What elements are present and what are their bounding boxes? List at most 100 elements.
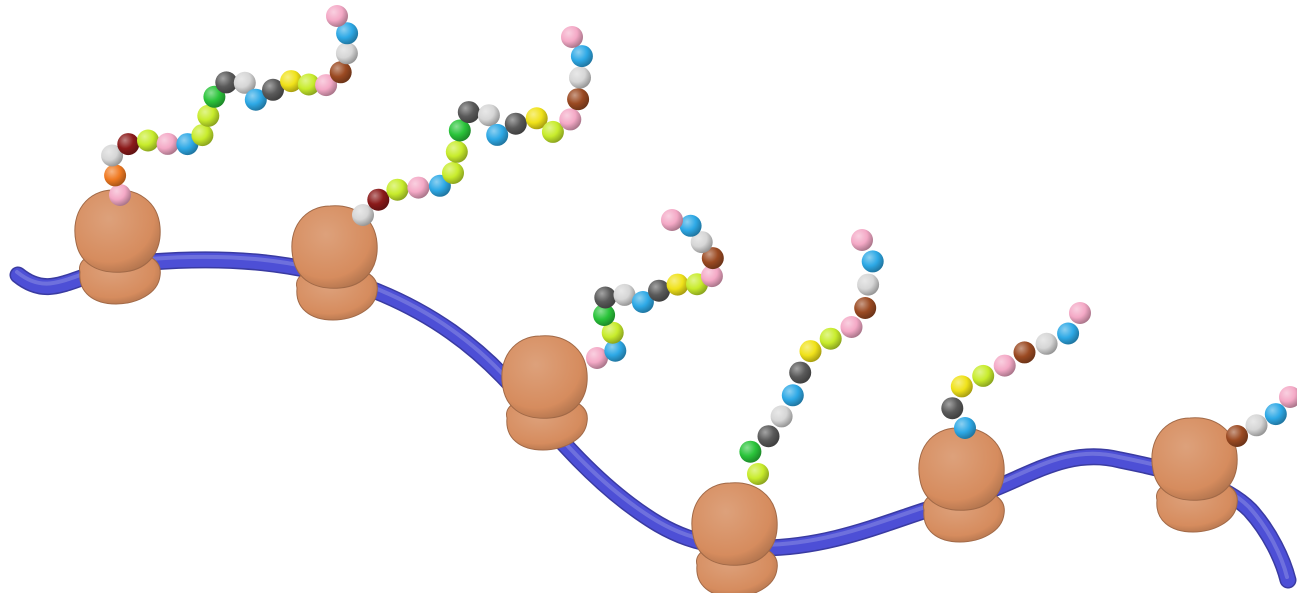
amino-acid-residue	[442, 162, 464, 184]
amino-acid-residue	[445, 140, 468, 163]
amino-acid-residue	[329, 61, 352, 84]
ribosome	[74, 189, 161, 305]
amino-acid-residue	[1245, 414, 1268, 437]
ribosome	[691, 482, 778, 593]
amino-acid-residue	[604, 339, 627, 362]
amino-acid-residue	[594, 286, 617, 309]
amino-acid-residue	[486, 123, 509, 146]
mrna-strand-layer	[9, 251, 1297, 589]
amino-acid-residue	[972, 364, 995, 387]
amino-acid-residue	[679, 214, 702, 237]
amino-acid-residue	[1013, 341, 1036, 364]
amino-acid-residue	[648, 279, 670, 302]
amino-acid-residue	[1279, 386, 1297, 408]
amino-acid-residue	[781, 384, 804, 407]
amino-acid-residue	[593, 304, 616, 326]
amino-acid-residue	[541, 120, 564, 143]
amino-acid-residue	[757, 425, 780, 448]
amino-acid-residue	[559, 108, 582, 131]
amino-acid-residue	[661, 209, 683, 231]
amino-acid-residue	[747, 463, 769, 485]
amino-acid-residue	[601, 321, 624, 344]
peptide-chain	[101, 5, 359, 206]
mrna-strand	[11, 252, 1295, 587]
amino-acid-residue	[586, 347, 608, 369]
amino-acid-residue	[1035, 332, 1058, 355]
ribosome	[291, 205, 378, 321]
amino-acid-residue	[1057, 322, 1080, 345]
amino-acid-residue	[701, 247, 724, 270]
amino-acid-residue	[567, 88, 590, 111]
peptide-chain	[352, 26, 593, 226]
amino-acid-residue	[570, 45, 593, 68]
ribosome	[501, 335, 588, 451]
amino-acid-residue	[950, 375, 973, 398]
amino-acid-residue	[851, 229, 873, 251]
amino-acid-residue	[386, 178, 409, 201]
peptide-chain	[739, 229, 884, 485]
amino-acid-residue	[739, 440, 762, 463]
amino-acid-residue	[448, 119, 471, 142]
amino-acid-residue	[215, 71, 238, 94]
amino-acid-residue	[861, 250, 884, 273]
amino-acid-residue	[700, 265, 723, 288]
amino-acid-residue	[613, 283, 636, 306]
amino-acid-residue	[954, 417, 976, 439]
amino-acid-residue	[504, 112, 527, 135]
amino-acid-residue	[993, 354, 1016, 377]
amino-acid-residue	[262, 78, 284, 101]
amino-acid-residue	[244, 88, 267, 111]
amino-acid-residue	[1069, 302, 1091, 324]
ribosome-layer	[74, 189, 1238, 593]
amino-acid-residue	[326, 5, 348, 27]
amino-acid-residue	[819, 327, 842, 350]
amino-acid-residue	[407, 176, 430, 199]
amino-acid-residue	[101, 144, 124, 167]
amino-acid-residue	[117, 133, 140, 156]
amino-acid-residue	[1226, 425, 1248, 447]
amino-acid-residue	[770, 405, 793, 428]
amino-acid-residue	[233, 71, 256, 94]
amino-acid-residue	[280, 70, 303, 93]
ribosome-large-subunit	[918, 427, 1005, 511]
ribosome-large-subunit	[1151, 417, 1238, 501]
amino-acid-residue	[854, 297, 877, 319]
amino-acid-residue	[457, 101, 480, 124]
amino-acid-residue	[690, 231, 713, 254]
amino-acid-residue	[789, 361, 812, 384]
amino-acid-residue	[367, 188, 390, 211]
amino-acid-residue	[666, 273, 689, 296]
amino-acid-residue	[840, 316, 863, 338]
amino-acid-residue	[561, 26, 583, 48]
ribosome-large-subunit	[501, 335, 588, 419]
amino-acid-residue	[569, 66, 591, 89]
amino-acid-residue	[297, 73, 320, 96]
amino-acid-residue	[335, 42, 358, 65]
mrna-strand-shadow	[9, 251, 1297, 589]
amino-acid-residue	[156, 132, 179, 155]
peptide-chain	[1226, 386, 1297, 447]
amino-acid-residue	[352, 204, 374, 226]
amino-acid-residue	[941, 397, 964, 420]
amino-acid-residue	[799, 340, 822, 363]
ribosome-large-subunit	[74, 189, 161, 273]
mrna-strand-highlight	[15, 254, 1289, 579]
amino-acid-residue	[191, 124, 214, 147]
amino-acid-residue	[336, 22, 359, 45]
amino-acid-residue	[857, 273, 880, 296]
peptide-chain	[586, 209, 724, 369]
ribosome-large-subunit	[691, 482, 778, 566]
amino-acid-residue	[137, 129, 159, 152]
amino-acid-residue	[525, 107, 548, 130]
ribosome-large-subunit	[291, 205, 378, 289]
amino-acid-residue	[315, 74, 338, 97]
peptide-chain-layer	[101, 5, 1297, 485]
amino-acid-residue	[477, 104, 500, 127]
amino-acid-residue	[1264, 403, 1287, 426]
amino-acid-residue	[109, 184, 131, 206]
peptide-chain	[941, 302, 1091, 439]
ribosome	[1151, 417, 1238, 533]
amino-acid-residue	[631, 291, 654, 313]
